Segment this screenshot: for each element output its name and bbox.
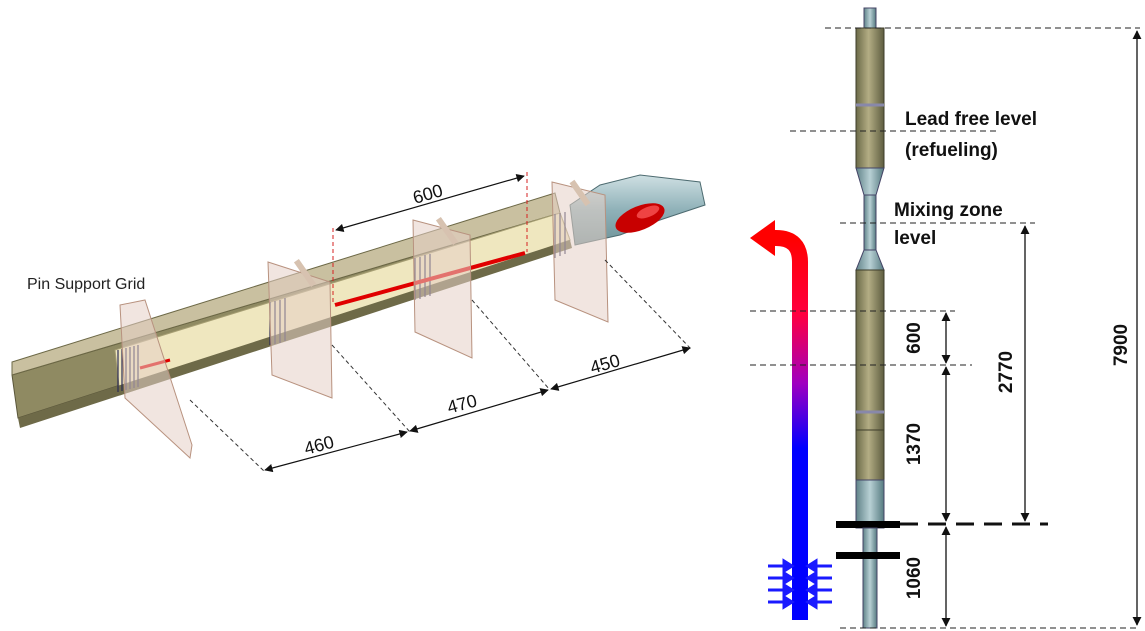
dim-460-line [264,429,408,473]
support-grid-4 [551,181,609,323]
right-level-lines [750,27,1140,629]
mixing-head [855,249,885,271]
fuel-column [855,269,885,431]
dim-460-label: 460 [302,432,336,459]
upper-transition [855,167,885,196]
flow-arrow-icon [750,220,808,620]
assembly-column [836,7,900,629]
right-dimension-arrows [941,30,1142,627]
dim-470-label: 470 [445,390,479,417]
support-grid-2 [267,261,333,399]
lead-free-label: Lead free level [905,109,1037,130]
dim-r7900-label: 7900 [1111,324,1132,366]
dim-r600-label: 600 [904,322,925,354]
support-plate-upper [836,521,900,528]
mixing-zone-sublabel: level [894,228,936,249]
support-grid-1 [119,299,193,460]
lead-free-sublabel: (refueling) [905,140,998,161]
dim-r2770-label: 2770 [996,351,1017,393]
dim-600-label: 600 [411,180,445,208]
top-stem [863,7,877,31]
dim-470-line [409,388,549,433]
inlet-arrows-icon [768,558,832,610]
support-plate-lower [836,552,900,559]
dim-450-line [550,346,691,391]
left-dimension-arrows [264,174,691,473]
pin-support-grid-label: Pin Support Grid [27,276,145,293]
support-grid-3 [412,219,473,359]
mixing-zone-label: Mixing zone [894,200,1003,221]
inlet-stem [862,527,878,629]
dim-600-line [335,174,525,232]
foot-piece [855,479,885,529]
dim-r1370-label: 1370 [904,423,925,465]
support-grid-planes [119,181,609,460]
bundle-assembly [11,172,706,460]
left-extension-lines [189,259,693,473]
dim-r1060-label: 1060 [904,557,925,599]
upper-plenum [855,27,885,169]
dim-450-label: 450 [588,350,622,378]
